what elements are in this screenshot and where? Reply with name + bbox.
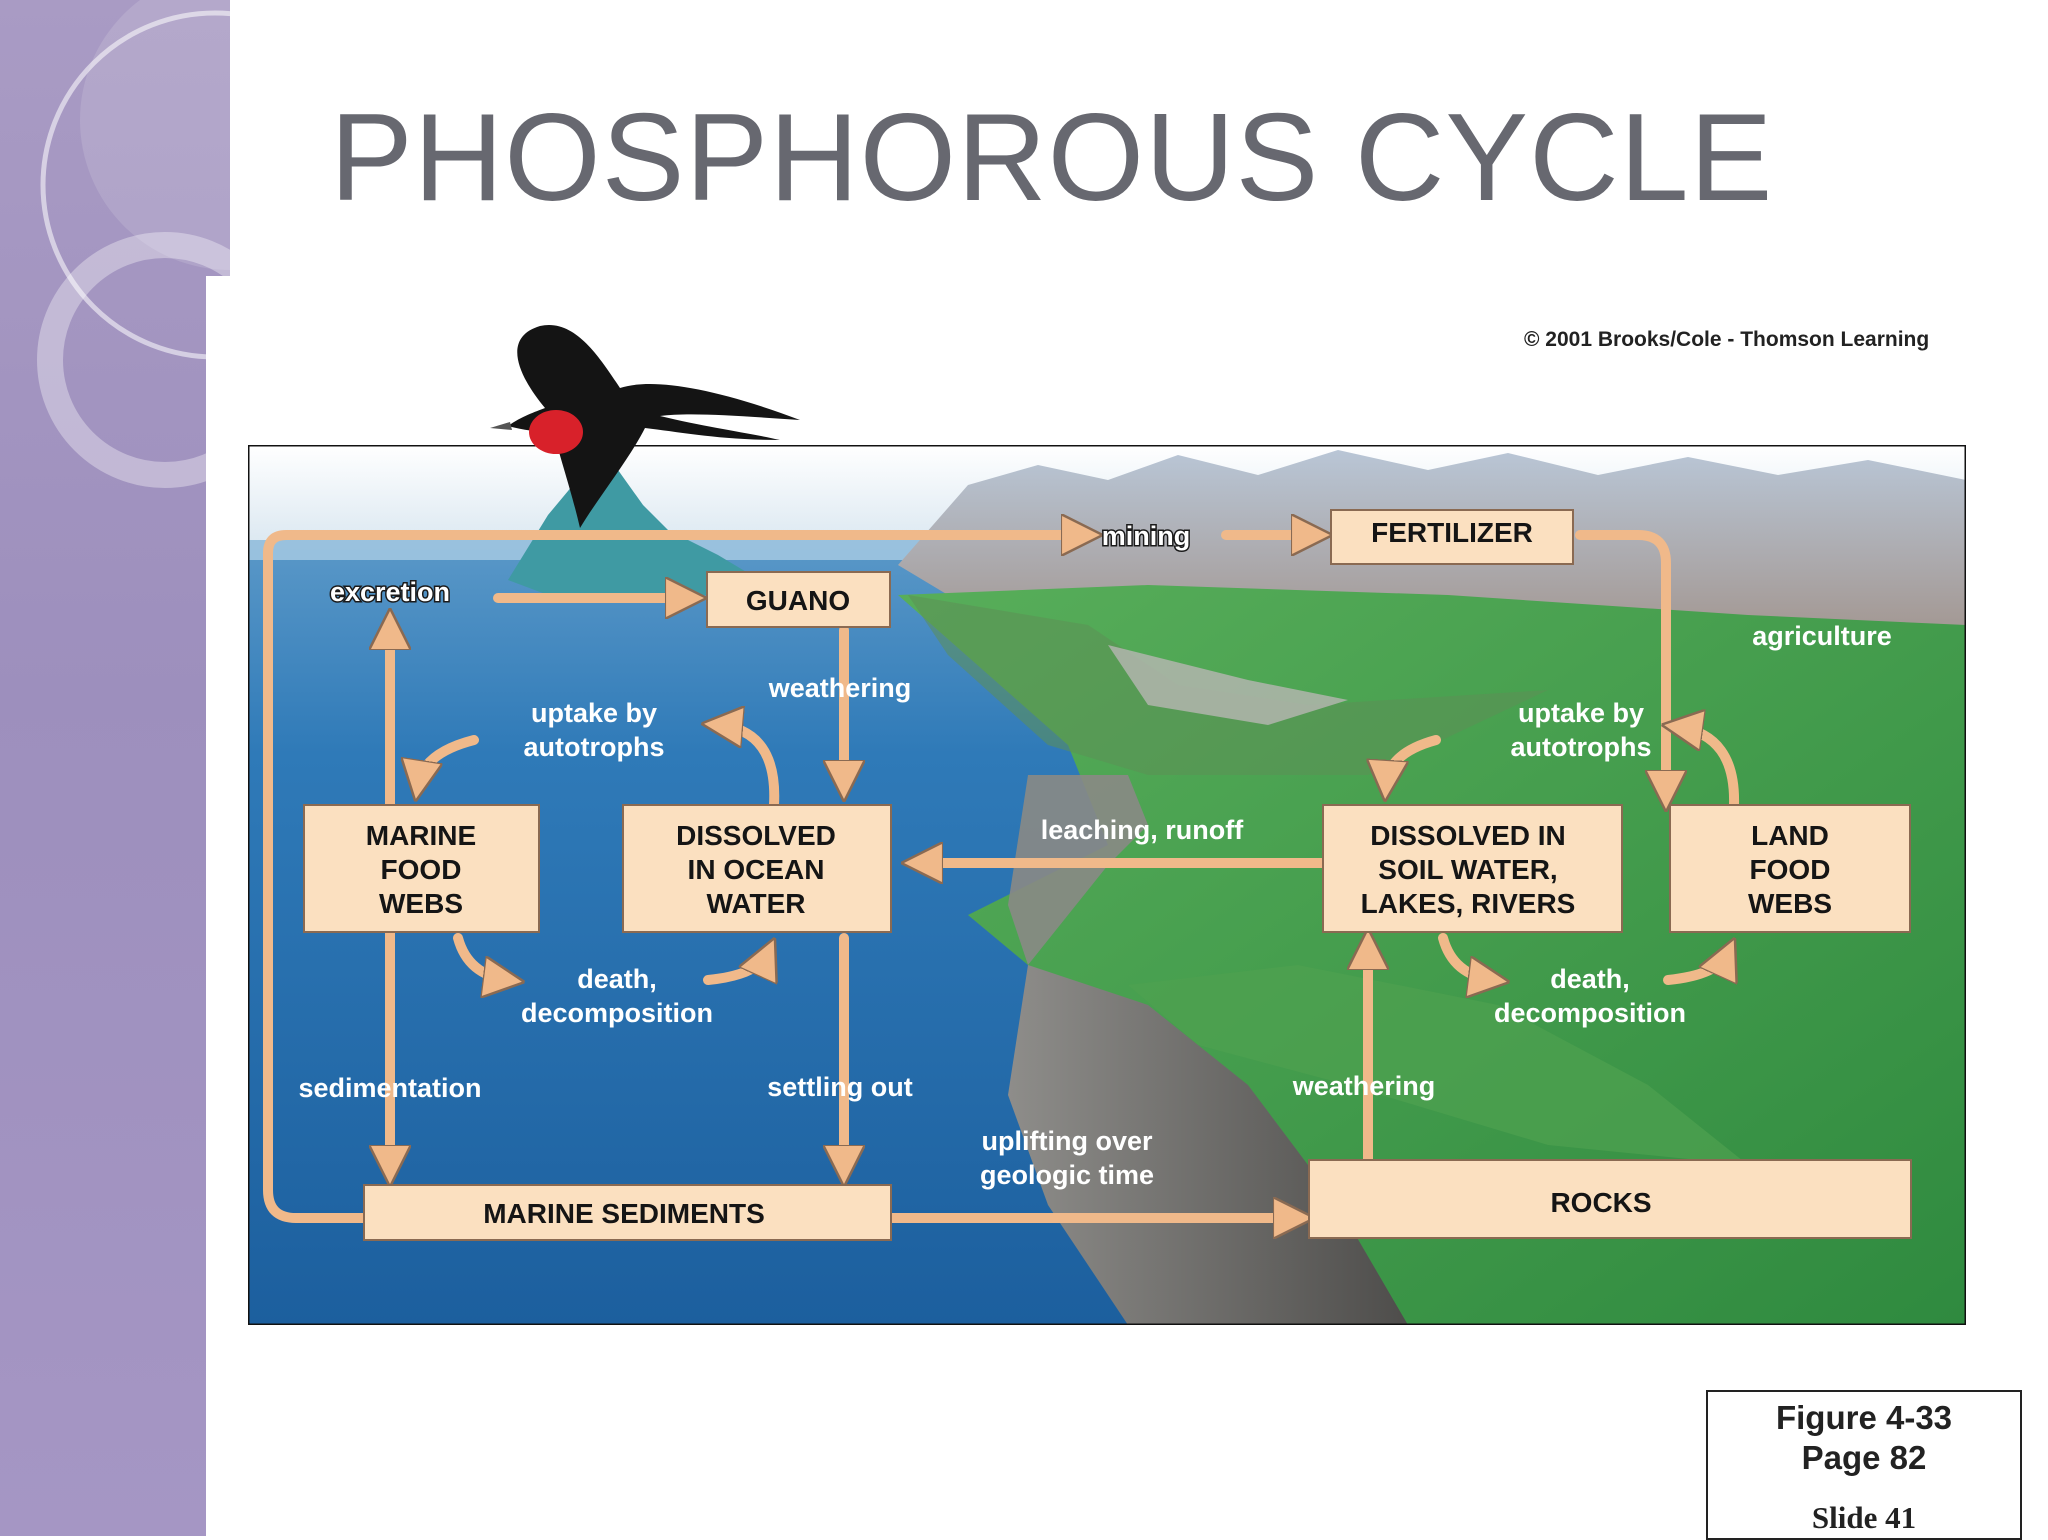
text-line: WEBS <box>1748 888 1832 919</box>
text-line: FOOD <box>381 854 462 885</box>
upper-slope <box>908 595 1548 775</box>
arrow-death-land-left <box>1438 933 1493 980</box>
figure-reference-box: Figure 4-33 Page 82 Slide 41 <box>1706 1390 2022 1540</box>
text-line: mining <box>1102 521 1191 551</box>
text-line: autotrophs <box>524 732 665 762</box>
text-line: FOOD <box>1750 854 1831 885</box>
label-sedimentation: sedimentation <box>298 1073 481 1103</box>
label-weathering-guano: weathering <box>768 673 912 703</box>
box-guano: GUANO <box>706 571 891 628</box>
text-line: GUANO <box>746 585 850 616</box>
arrow-death-marine-right <box>703 953 768 985</box>
label-death-marine: death, decomposition <box>521 964 713 1028</box>
rocks-label: ROCKS <box>1550 1187 1651 1218</box>
label-settling-out: settling out <box>767 1072 912 1102</box>
box-fertilizer: FERTILIZER <box>1330 509 1574 565</box>
label-agriculture: agriculture <box>1752 621 1892 651</box>
label-uptake-land: uptake by autotrophs <box>1511 698 1652 762</box>
decorative-circles <box>37 0 230 488</box>
text-line: autotrophs <box>1511 732 1652 762</box>
figure-number: Figure 4-33 <box>1775 1399 1953 1436</box>
label-mining: mining <box>1102 521 1191 551</box>
text-line: WATER <box>706 888 805 919</box>
bird-beak <box>490 422 512 430</box>
text-line: FERTILIZER <box>1371 517 1533 548</box>
cycle-arrows <box>263 530 1740 1223</box>
text-line: death, <box>1550 964 1630 994</box>
label-excretion: excretion <box>330 577 450 607</box>
text-line: weathering <box>768 673 912 703</box>
arrow-death-land-right <box>1663 953 1728 985</box>
arrow-uptake-marine-left <box>418 735 479 785</box>
label-death-land: death, decomposition <box>1494 964 1686 1028</box>
front-slope <box>1128 965 1748 1165</box>
guano-label: GUANO <box>746 585 850 616</box>
text-line: uplifting over <box>982 1126 1153 1156</box>
text-line: IN OCEAN <box>688 854 825 885</box>
box-rocks: ROCKS <box>1308 1159 1912 1239</box>
box-marine-sediments: MARINE SEDIMENTS <box>363 1184 892 1241</box>
text-line: leaching, runoff <box>1041 815 1245 845</box>
bird-throat-pouch <box>529 410 583 454</box>
frigatebird-image <box>490 324 800 528</box>
bird-body <box>508 324 800 528</box>
label-uptake-marine: uptake by autotrophs <box>524 698 665 762</box>
arrow-uptake-marine-right <box>718 725 780 810</box>
upper-cliff <box>1108 645 1348 725</box>
arrow-uptake-land-left <box>1386 735 1441 785</box>
arrow-death-marine-left <box>453 933 508 980</box>
text-line: geologic time <box>980 1160 1154 1190</box>
text-line: LAKES, RIVERS <box>1361 888 1576 919</box>
arrow-fertilizer-to-land-food-webs <box>1575 530 1666 795</box>
text-line: DISSOLVED <box>676 820 836 851</box>
label-weathering-rocks: weathering <box>1292 1071 1436 1101</box>
slide-title: PHOSPHOROUS CYCLE <box>330 89 1774 227</box>
slide-number: Slide 41 <box>1811 1500 1917 1535</box>
text-line: MARINE SEDIMENTS <box>483 1198 765 1229</box>
text-line: uptake by <box>531 698 657 728</box>
text-line: uptake by <box>1518 698 1644 728</box>
text-line: decomposition <box>521 998 713 1028</box>
text-line: sedimentation <box>298 1073 481 1103</box>
text-line: MARINE <box>366 820 476 851</box>
marine-sediments-label: MARINE SEDIMENTS <box>483 1198 765 1229</box>
text-line: DISSOLVED IN <box>1370 820 1566 851</box>
sidebar-notch <box>206 276 230 1536</box>
text-line: excretion <box>330 577 450 607</box>
sidebar-decoration <box>0 0 230 1536</box>
arrow-sediments-to-mining <box>263 535 1086 1223</box>
text-line: LAND <box>1751 820 1829 851</box>
label-uplifting: uplifting over geologic time <box>980 1126 1154 1190</box>
label-leaching-runoff: leaching, runoff <box>1041 815 1245 845</box>
diagram-frame <box>248 445 1966 1325</box>
text-line: ROCKS <box>1550 1187 1651 1218</box>
copyright-notice: © 2001 Brooks/Cole - Thomson Learning <box>1524 328 1930 351</box>
page-number: Page 82 <box>1801 1439 1927 1476</box>
text-line: weathering <box>1292 1071 1436 1101</box>
text-line: death, <box>577 964 657 994</box>
text-line: settling out <box>767 1072 912 1102</box>
text-line: agriculture <box>1752 621 1892 651</box>
text-line: SOIL WATER, <box>1378 854 1557 885</box>
text-line: WEBS <box>379 888 463 919</box>
arrow-uptake-land-right <box>1678 727 1740 810</box>
text-line: decomposition <box>1494 998 1686 1028</box>
fertilizer-label: FERTILIZER <box>1371 517 1533 548</box>
middle-cliff <box>1008 775 1148 965</box>
